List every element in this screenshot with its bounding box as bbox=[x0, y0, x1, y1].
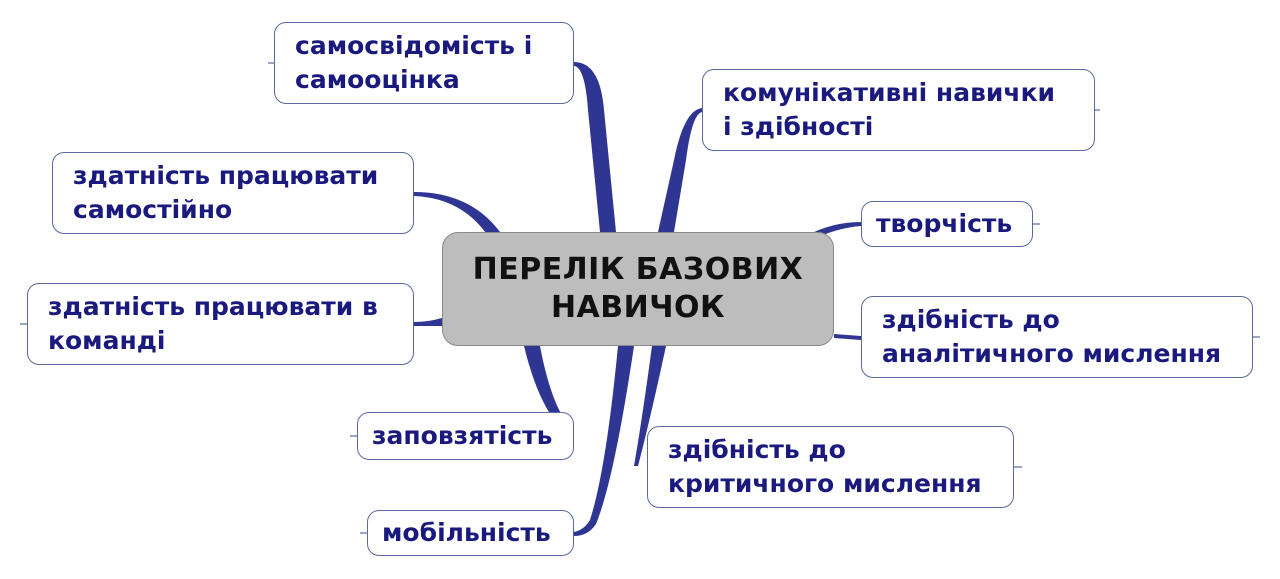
branch-communication bbox=[658, 108, 702, 232]
branch-self-awareness bbox=[574, 62, 616, 232]
node-work-independently: здатність працювати самостійно bbox=[52, 152, 414, 234]
node-self-awareness: самосвідомість і самооцінка bbox=[274, 22, 574, 104]
branch-mobility bbox=[574, 346, 634, 536]
branch-critical bbox=[634, 346, 666, 466]
node-analytical-thinking: здібність до аналітичного мислення bbox=[861, 296, 1253, 378]
node-teamwork: здатність працювати в команді bbox=[27, 283, 414, 365]
branch-analytical bbox=[834, 334, 861, 340]
node-persistence: заповзятість bbox=[357, 412, 574, 460]
node-mobility: мобільність bbox=[367, 510, 574, 556]
branch-teamwork bbox=[414, 318, 442, 326]
branch-work-independently bbox=[414, 192, 500, 236]
node-creativity: творчість bbox=[861, 201, 1033, 247]
central-topic: ПЕРЕЛІК БАЗОВИХ НАВИЧОК bbox=[442, 232, 834, 346]
node-communication-skills: комунікативні навички і здібності bbox=[702, 69, 1095, 151]
node-critical-thinking: здібність до критичного мислення bbox=[647, 426, 1014, 508]
